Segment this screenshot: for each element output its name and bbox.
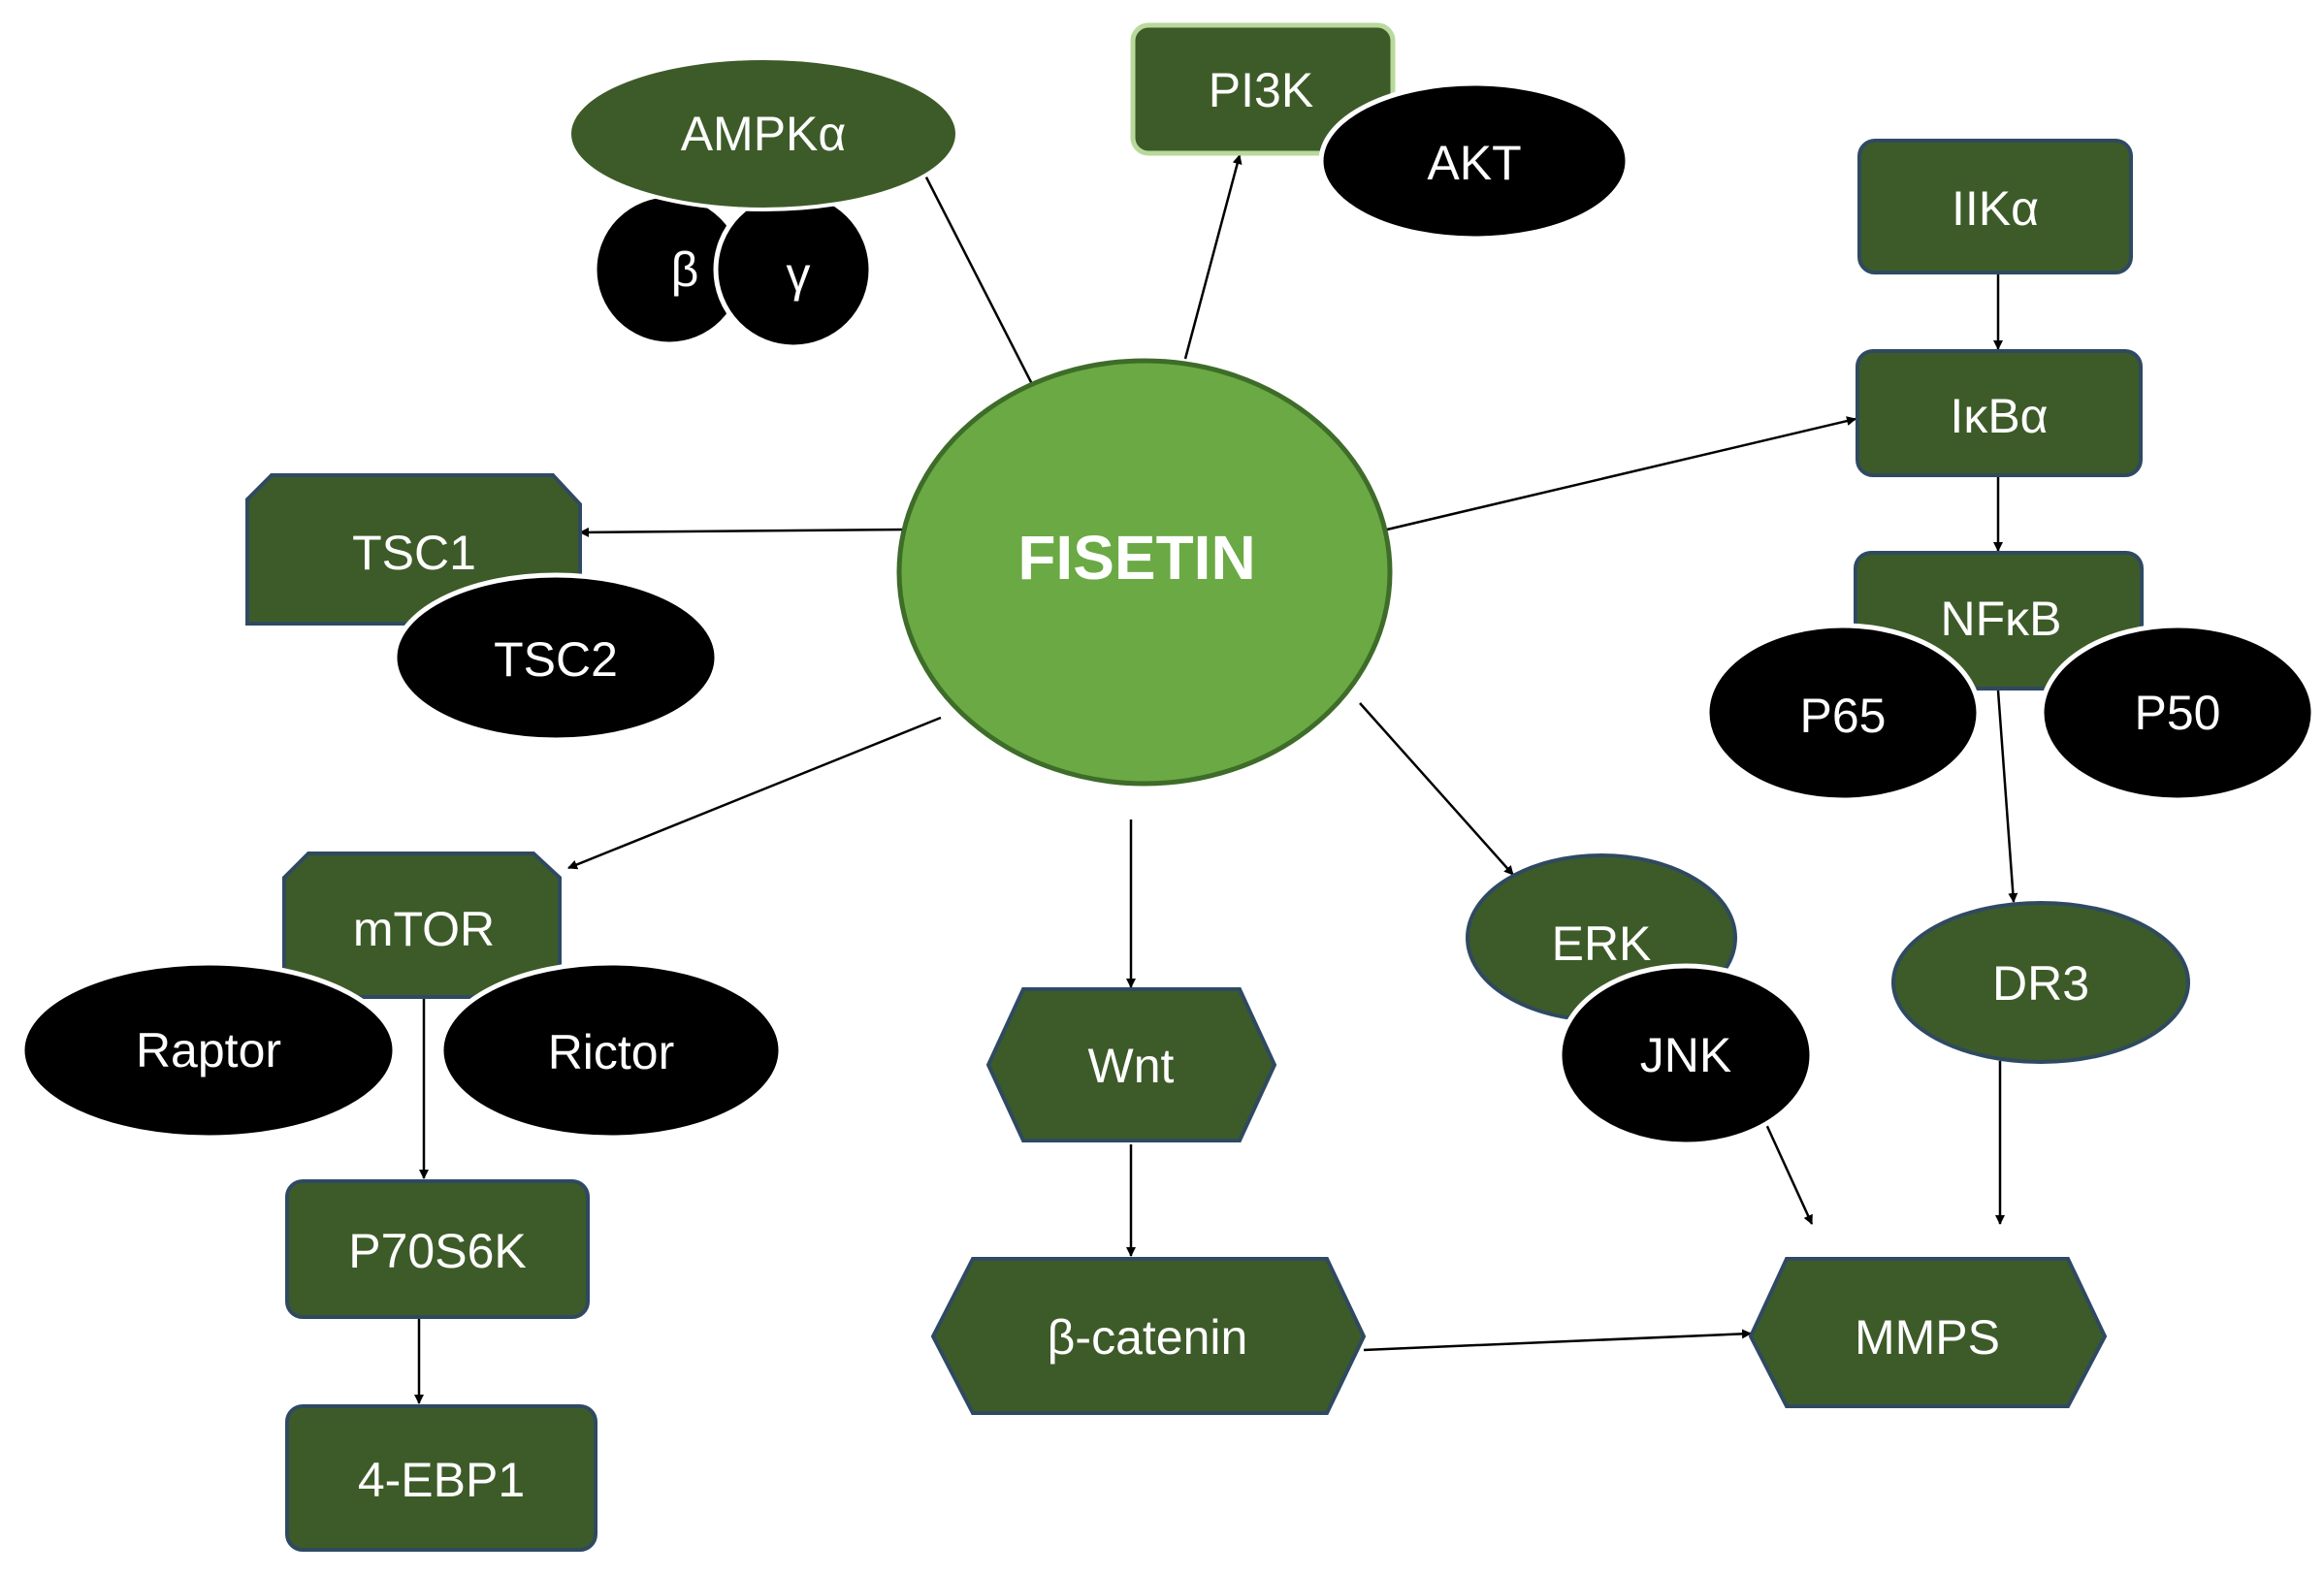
rictor-label: Rictor [548, 1025, 675, 1079]
p50-node [2039, 623, 2316, 803]
p65-label: P65 [1800, 689, 1887, 743]
tsc2-label: TSC2 [494, 632, 618, 687]
tsc2-node [392, 572, 720, 743]
ampk-beta-label: β [671, 242, 699, 297]
iika-node [1857, 139, 2133, 274]
mtor-label: mTOR [353, 902, 495, 956]
raptor-label: Raptor [136, 1023, 281, 1077]
ampk-alpha-label: AMPKα [681, 107, 847, 161]
wnt-node [985, 987, 1277, 1142]
akt-label: AKT [1427, 136, 1521, 190]
pi3k-label: PI3K [1209, 63, 1313, 117]
jnk-label: JNK [1640, 1028, 1731, 1082]
ampk-alpha-node [567, 56, 959, 211]
arrow-fisetin-to-pi3k [1183, 154, 1243, 360]
mmps-node [1748, 1257, 2108, 1408]
tsc-complex: TSC1 TSC2 [245, 473, 720, 743]
fisetin-node-group: FISETIN [896, 358, 1393, 787]
arrow-fisetin-to-ikba [1386, 416, 1856, 531]
wnt-pathway: Wnt β-catenin [930, 987, 1367, 1415]
ampk-complex: AMPKα β γ [567, 56, 959, 350]
wnt-label: Wnt [1088, 1039, 1175, 1093]
dr3-node [1891, 901, 2190, 1064]
raptor-node [19, 960, 398, 1141]
fisetin-label: FISETIN [1017, 523, 1255, 593]
p50-label: P50 [2135, 686, 2221, 740]
catenin-node [930, 1257, 1367, 1415]
arrow-fisetin-to-mtor [567, 716, 942, 870]
arrows [414, 154, 2018, 1404]
4ebp1-label: 4-EBP1 [358, 1453, 525, 1507]
ikba-node [1856, 349, 2143, 477]
p70s6k-node [285, 1179, 590, 1319]
arrow-jnk-to-mmps [1763, 1121, 1814, 1225]
mmps-label: MMPS [1855, 1310, 2000, 1365]
pi3k-node [1130, 22, 1396, 156]
fisetin-node [896, 358, 1393, 787]
tsc1-label: TSC1 [352, 526, 476, 580]
arrow-fisetin-to-ampk [920, 167, 1035, 387]
catenin-label: β-catenin [1048, 1310, 1248, 1365]
4ebp1-node [285, 1404, 597, 1552]
akt-node [1318, 80, 1630, 241]
arrow-fisetin-to-tsc1 [579, 527, 908, 537]
arrow-fisetin-to-erk [1359, 702, 1514, 876]
pi3k-complex: PI3K AKT [1130, 22, 1630, 241]
mmps-group: MMPS [1748, 1257, 2108, 1408]
p70s6k-label: P70S6K [348, 1224, 526, 1278]
iika-label: IIKα [1952, 181, 2039, 236]
rictor-node [438, 960, 784, 1141]
jnk-node [1557, 963, 1815, 1147]
nfkb-label: NFκB [1941, 592, 2062, 646]
mtor-complex: mTOR Raptor Rictor P70S6K 4-EBP1 [19, 852, 784, 1552]
arrow-nfkb-to-dr3 [1996, 690, 2018, 903]
ampk-gamma-label: γ [787, 247, 811, 302]
arrow-catenin-to-mmps [1363, 1329, 1752, 1352]
mapk-complex: ERK JNK [1466, 853, 1815, 1147]
nfkb-pathway: IIKα IκBα NFκB P65 P50 DR3 [1704, 139, 2316, 1064]
p65-node [1704, 623, 1982, 803]
erk-label: ERK [1552, 916, 1652, 971]
dr3-label: DR3 [1992, 956, 2089, 1011]
ikba-label: IκBα [1950, 389, 2048, 443]
